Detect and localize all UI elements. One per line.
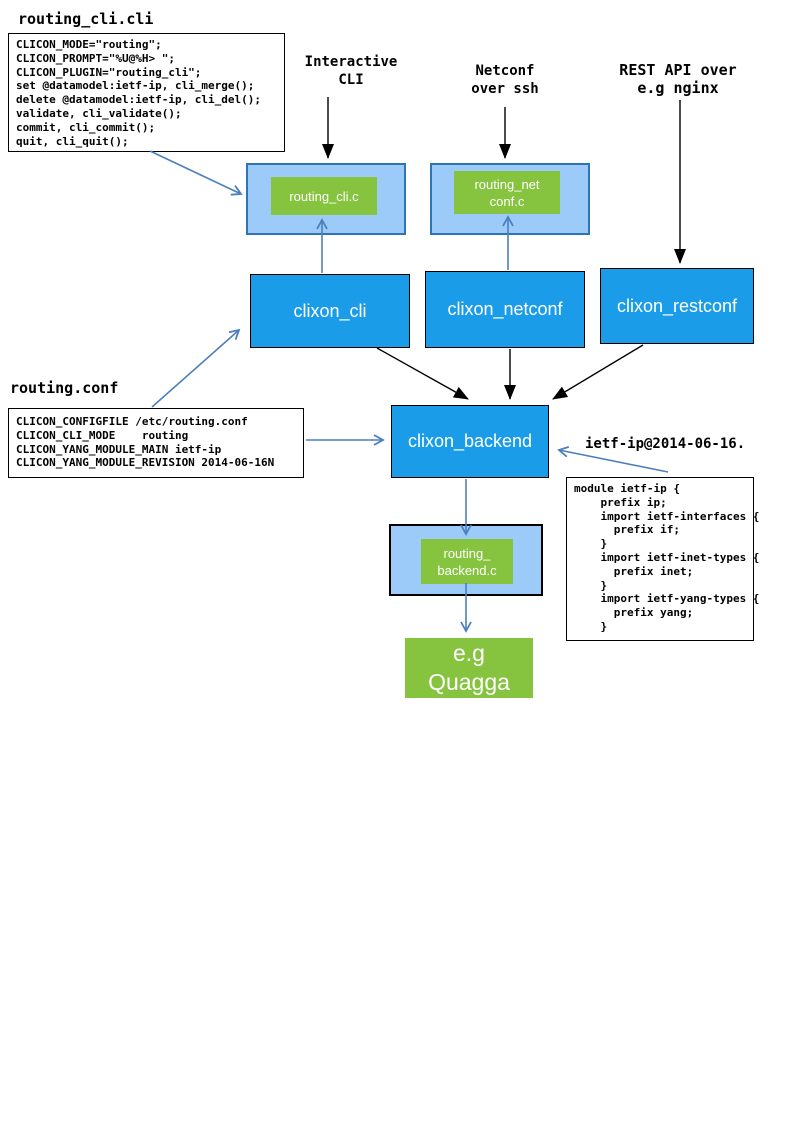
process-clixon-restconf-label: clixon_restconf (616, 295, 738, 316)
plugin-routing-netconf-label: routing_net conf.c (474, 176, 540, 209)
plugin-routing-netconf: routing_net conf.c (454, 171, 560, 214)
process-clixon-netconf-label: clixon_netconf (447, 299, 563, 319)
process-clixon-cli: clixon_cli (250, 274, 410, 348)
plugin-routing-cli: routing_cli.c (271, 177, 377, 215)
process-clixon-netconf: clixon_netconf (425, 271, 585, 348)
plugin-routing-cli-label: routing_cli.c (289, 188, 359, 204)
label-interactive-cli: Interactive CLI (304, 54, 398, 88)
plugin-routing-backend: routing_ backend.c (421, 539, 513, 584)
arrow-yang-module-to-clixon-backend (557, 446, 669, 473)
label-rest-api: REST API over e.g nginx (619, 61, 737, 97)
arrow-conf-to-clixon-cli (151, 328, 241, 408)
process-clixon-restconf: clixon_restconf (600, 268, 754, 344)
yang-module-code-box: module ietf-ip { prefix ip; import ietf-… (566, 477, 759, 641)
quagga-label: e.g Quagga (428, 640, 510, 695)
arrow-cli-spec-to-cli-plugin-box (149, 150, 243, 196)
label-netconf-over-ssh: Netconf over ssh (471, 63, 539, 97)
process-clixon-backend: clixon_backend (391, 405, 549, 478)
cli-spec-code-box: CLICON_MODE="routing"; CLICON_PROMPT="%U… (8, 33, 285, 152)
yang-module-title: ietf-ip@2014-06-16. (585, 436, 746, 452)
conf-title: routing.conf (10, 379, 119, 397)
process-clixon-backend-label: clixon_backend (407, 431, 533, 451)
plugin-routing-backend-label: routing_ backend.c (437, 545, 497, 578)
quagga-box: e.g Quagga (405, 638, 533, 698)
cli-spec-title: routing_cli.cli (18, 10, 154, 28)
arrow-cli-to-backend (376, 347, 469, 400)
arrow-restconf-to-backend (552, 344, 644, 400)
process-clixon-cli-label: clixon_cli (293, 300, 367, 321)
conf-code-box: CLICON_CONFIGFILE /etc/routing.conf CLIC… (8, 408, 304, 478)
